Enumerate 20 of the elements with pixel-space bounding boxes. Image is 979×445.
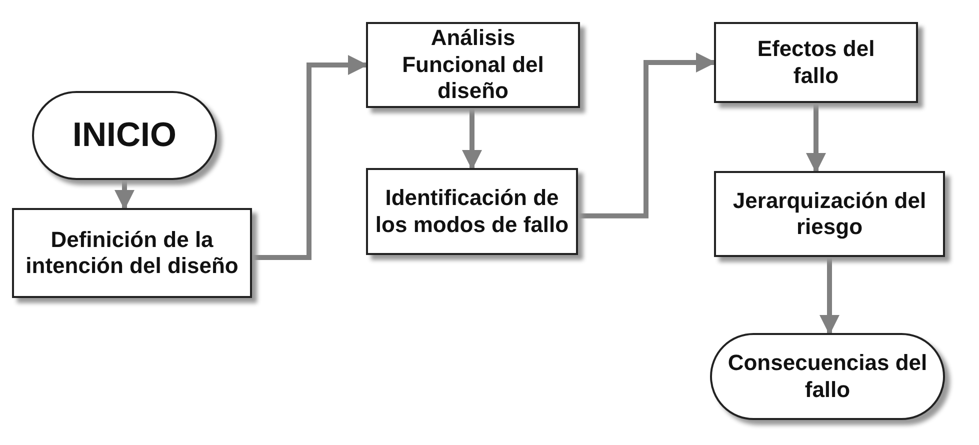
node-label: Análisis Funcional del diseño — [401, 24, 545, 106]
node-label: Consecuencias del fallo — [726, 349, 928, 404]
node-label: Efectos del fallo — [756, 35, 876, 90]
process-box — [366, 22, 580, 108]
node-label: Jerarquización del riesgo — [732, 186, 928, 241]
node-label: Definición de la intención del diseño — [24, 226, 240, 280]
arrow — [114, 180, 134, 210]
arrow — [806, 103, 826, 173]
process-box — [366, 168, 578, 255]
node-label: Identificación de los modos de fallo — [374, 184, 570, 238]
process-box — [12, 208, 252, 298]
terminal-shape — [710, 333, 945, 420]
arrow — [462, 108, 482, 170]
process-box — [714, 22, 918, 103]
arrow — [252, 55, 368, 260]
arrow — [578, 52, 716, 218]
node-label: INICIO — [72, 115, 178, 156]
process-box — [714, 171, 945, 257]
arrow — [820, 257, 840, 335]
terminal-shape — [32, 91, 217, 180]
